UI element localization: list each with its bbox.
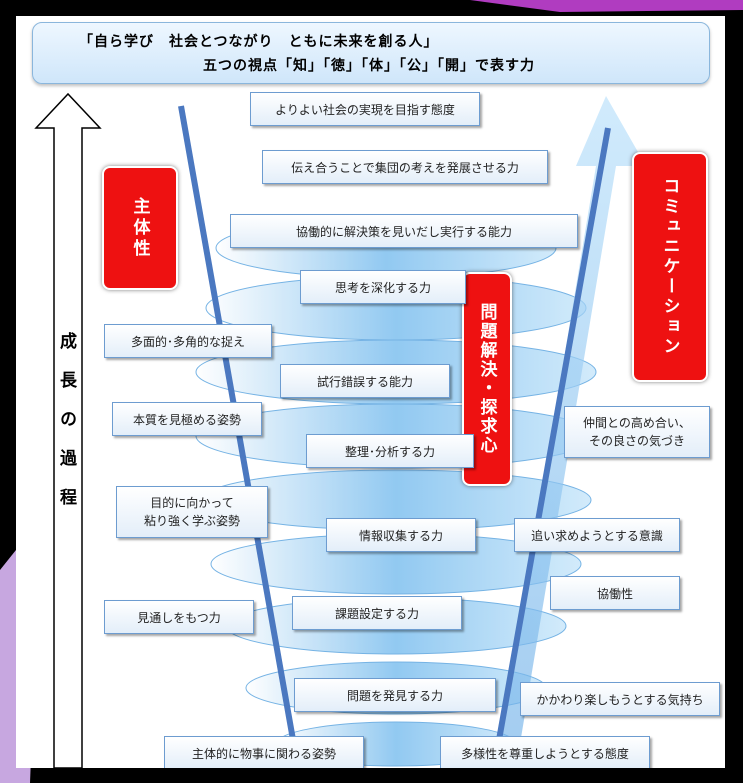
center-box-2: 伝え合うことで集団の考えを発展させる力 [262,150,548,184]
left-box-perseverance-line1: 目的に向かって [150,496,234,510]
right-box-diversity: 多様性を尊重しようとする態度 [440,736,650,768]
center-box-5: 試行錯誤する能力 [280,364,450,398]
title-line2: 五つの視点「知」「徳」「体」「公」「開」で表す力 [203,58,535,74]
right-box-peers: 仲間との高め合い、 その良さの気づき [564,406,710,458]
right-box-peers-line1: 仲間との高め合い、 [583,416,691,430]
growth-arrow [34,92,102,768]
center-box-6: 整理･分析する力 [306,434,474,468]
center-box-9: 問題を発見する力 [294,678,496,712]
diagram-board: 「自ら学び 社会とつながり ともに未来を創る人」 五つの視点「知」「徳」「体」「… [16,16,725,768]
left-box-perseverance: 目的に向かって 粘り強く学ぶ姿勢 [116,486,268,538]
category-communication: コミュニケーション [632,152,708,382]
right-v-line [491,127,611,768]
center-box-4: 思考を深化する力 [300,270,466,304]
right-box-pursue: 追い求めようとする意識 [514,518,680,552]
left-box-multi-perspective: 多面的･多角的な捉え [104,324,272,358]
right-box-cooperation: 協働性 [550,576,680,610]
title-line1: 「自ら学び 社会とつながり ともに未来を創る人」 [79,34,439,50]
center-box-7: 情報収集する力 [326,518,476,552]
center-box-8: 課題設定する力 [292,596,462,630]
growth-axis-label: 成長の過程 [56,332,76,527]
center-box-3: 協働的に解決策を見いだし実行する能力 [230,214,578,248]
left-box-engagement: 主体的に物事に関わる姿勢 [164,736,364,768]
left-box-foresight: 見通しをもつ力 [104,600,254,634]
right-box-peers-line2: その良さの気づき [588,434,685,448]
left-box-essence: 本質を見極める姿勢 [112,402,262,436]
left-v-line [178,105,301,768]
center-box-1: よりよい社会の実現を目指す態度 [250,92,480,126]
category-problem-solving: 問題解決・探求心 [462,272,512,486]
left-box-perseverance-line2: 粘り強く学ぶ姿勢 [143,514,240,528]
title-banner: 「自ら学び 社会とつながり ともに未来を創る人」 五つの視点「知」「徳」「体」「… [32,22,710,84]
category-subjectivity: 主体性 [102,166,178,290]
right-box-enjoyment: かかわり楽しもうとする気持ち [520,682,720,716]
